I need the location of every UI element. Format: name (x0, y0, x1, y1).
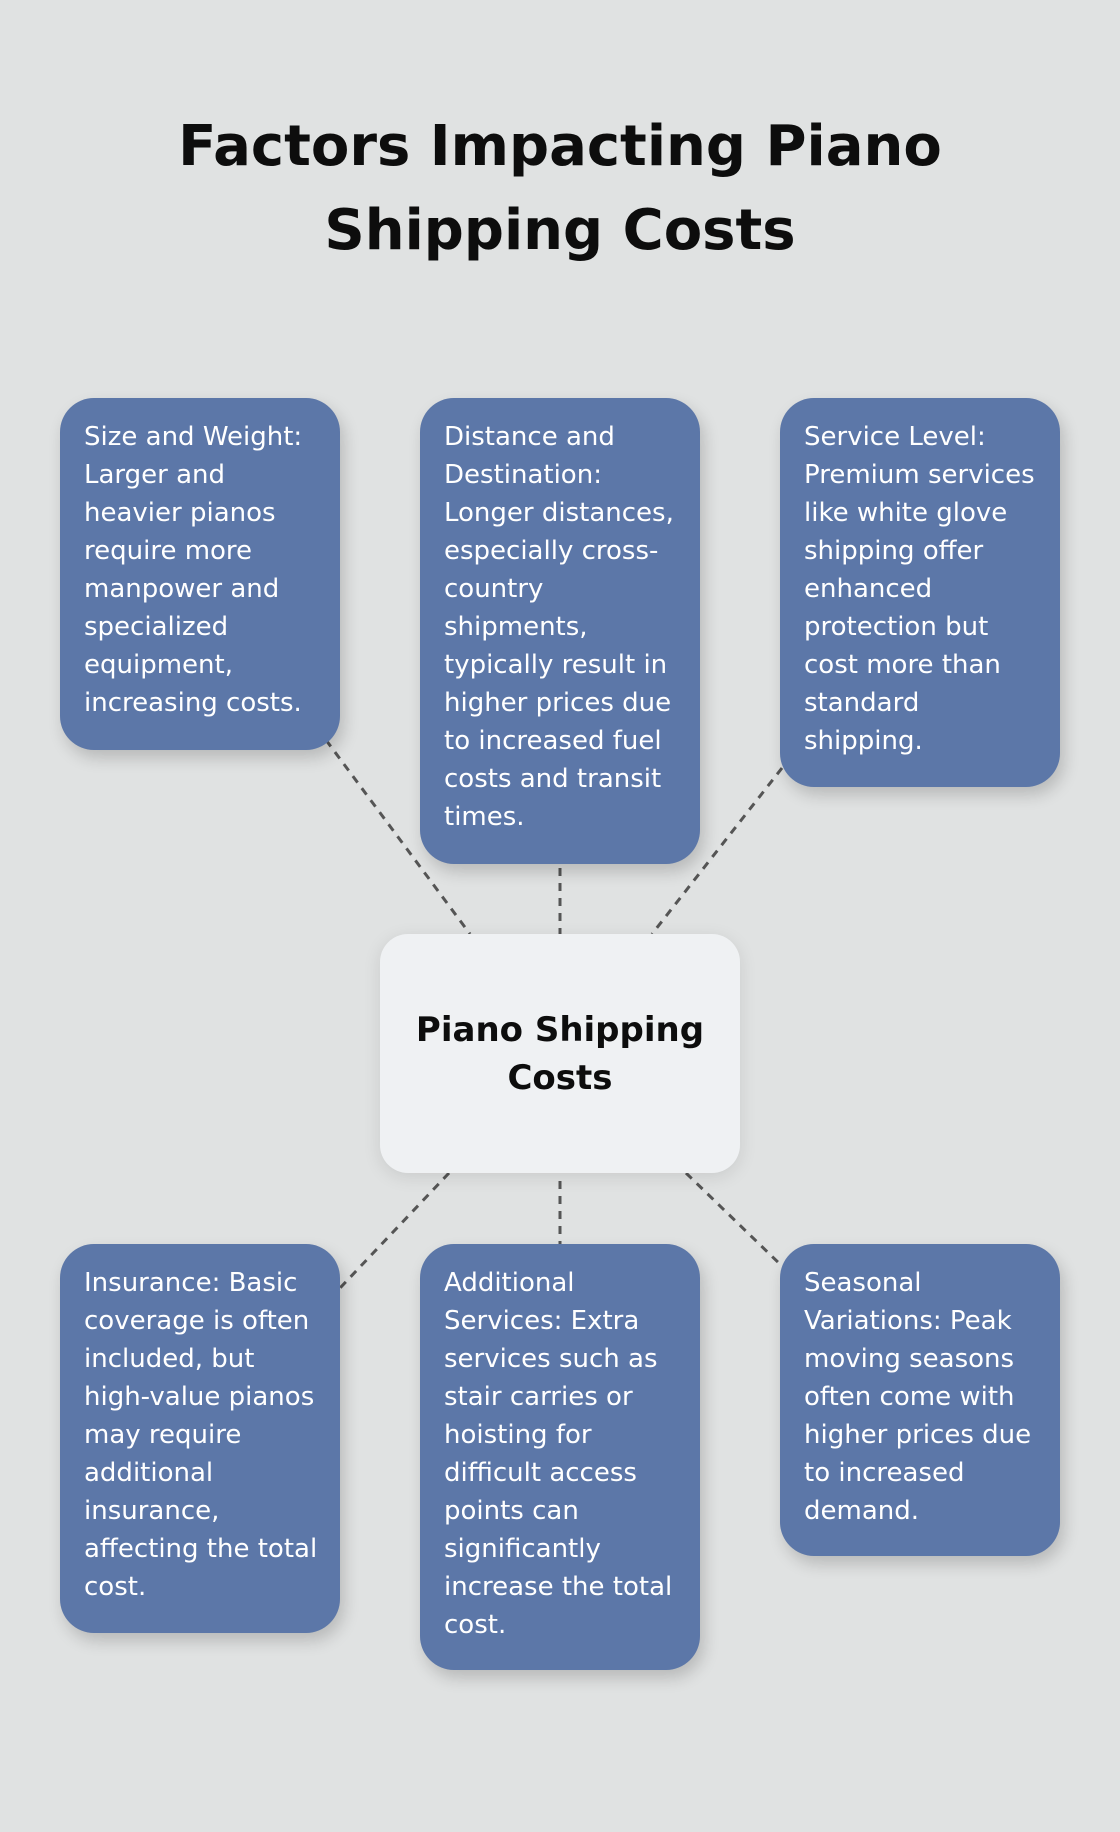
factor-seasonal-variations-text: Seasonal Variations: Peak moving seasons… (804, 1268, 1032, 1526)
central-node-label: Piano Shipping Costs (415, 1009, 705, 1098)
factor-additional-services-text: Additional Services: Extra services such… (444, 1268, 673, 1640)
diagram-title-text: Factors Impacting Piano Shipping Costs (178, 114, 942, 263)
factor-service-level: Service Level: Premium services like whi… (780, 398, 1060, 787)
connector-size-weight (324, 739, 472, 935)
factor-seasonal-variations: Seasonal Variations: Peak moving seasons… (780, 1244, 1060, 1556)
factor-insurance-text: Insurance: Basic coverage is often inclu… (84, 1268, 318, 1602)
factor-additional-services: Additional Services: Extra services such… (420, 1244, 700, 1670)
connector-insurance (338, 1171, 451, 1290)
factor-insurance: Insurance: Basic coverage is often inclu… (60, 1244, 340, 1633)
connector-seasonal (684, 1171, 786, 1270)
factor-service-level-text: Service Level: Premium services like whi… (804, 422, 1035, 756)
factor-size-weight-text: Size and Weight: Larger and heavier pian… (84, 422, 303, 718)
diagram-title: Factors Impacting Piano Shipping Costs (0, 105, 1120, 273)
factor-distance-destination: Distance and Destination: Longer distanc… (420, 398, 700, 864)
central-node: Piano Shipping Costs (380, 934, 740, 1173)
factor-distance-destination-text: Distance and Destination: Longer distanc… (444, 422, 674, 832)
factor-size-weight: Size and Weight: Larger and heavier pian… (60, 398, 340, 750)
connector-service-level (650, 767, 784, 935)
